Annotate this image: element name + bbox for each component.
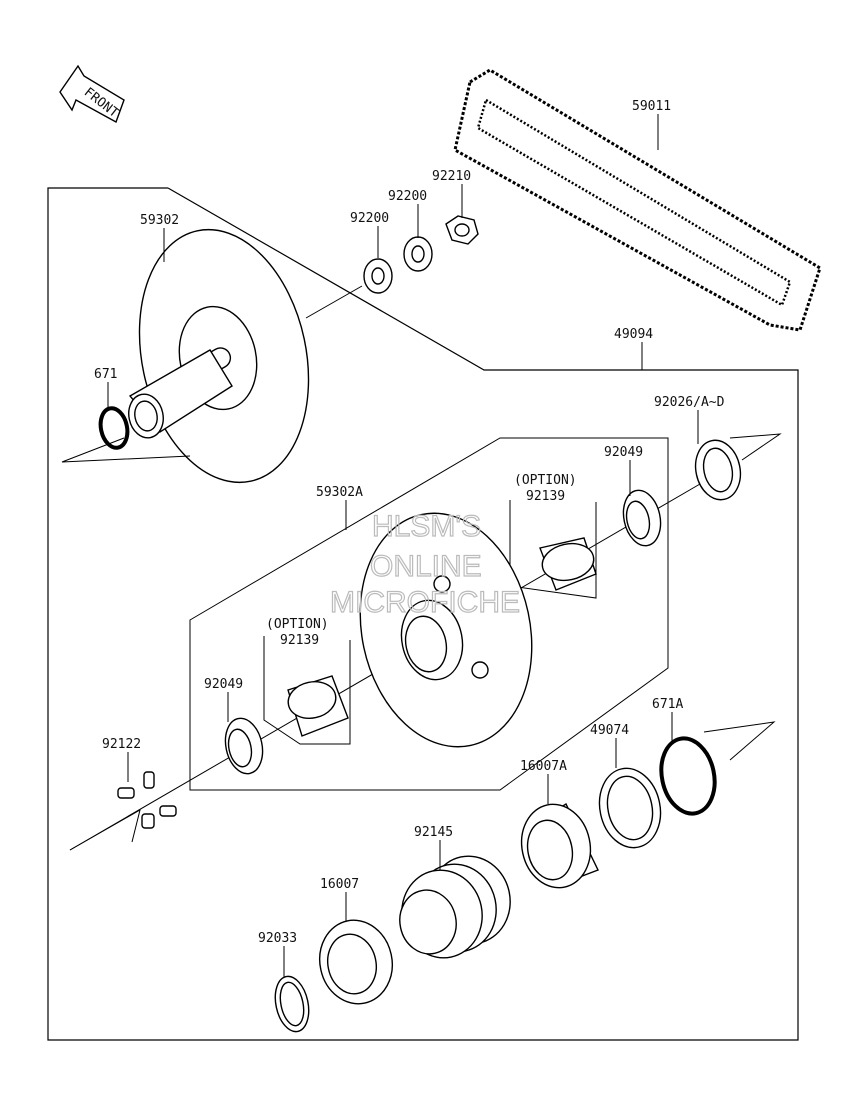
label-92033: 92033 [258, 931, 297, 946]
label-49094: 49094 [614, 327, 653, 342]
label-option-left: (OPTION) [266, 617, 329, 632]
spring-seat-16007 [319, 919, 393, 1005]
label-92200-upper: 92200 [388, 189, 427, 204]
spring-seat-16007A [520, 802, 599, 889]
label-59011: 59011 [632, 99, 671, 114]
label-92200-lower: 92200 [350, 211, 389, 226]
o-ring-671A [659, 736, 717, 816]
inner-frame [189, 437, 669, 791]
label-92139-right: 92139 [526, 489, 565, 504]
svg-text:HLSM'S: HLSM'S [372, 510, 481, 543]
drive-belt [453, 68, 822, 332]
label-92049-left: 92049 [204, 677, 243, 692]
shim-92026 [694, 439, 742, 501]
label-92122: 92122 [102, 737, 141, 752]
label-92139-left: 92139 [280, 633, 319, 648]
leader-lines [107, 114, 699, 978]
part-labels: 59011 92210 92200 92200 59302 49094 671 … [94, 99, 725, 946]
label-92145: 92145 [414, 825, 453, 840]
label-option-right: (OPTION) [514, 473, 577, 488]
o-ring-671 [98, 406, 130, 450]
label-59302: 59302 [140, 213, 179, 228]
snap-ring-92033 [274, 975, 310, 1033]
bushing-92139-right [539, 537, 597, 591]
label-16007A: 16007A [520, 759, 567, 774]
label-49074: 49074 [590, 723, 629, 738]
label-671A: 671A [652, 697, 683, 712]
outer-frame [47, 187, 799, 1041]
label-59302A: 59302A [316, 485, 363, 500]
nut-92210 [445, 215, 479, 245]
watermark: HLSM'S ONLINE MICROFICHE [329, 509, 520, 619]
bearing-92049-left [224, 717, 264, 775]
label-92026: 92026/A~D [654, 395, 725, 410]
bushing-92139-left [287, 675, 349, 737]
label-92049-right: 92049 [604, 445, 643, 460]
grease-fitting-92122 [117, 771, 177, 829]
fixed-sheave-59302 [128, 228, 310, 484]
svg-text:ONLINE: ONLINE [370, 550, 482, 583]
front-arrow-icon: FRONT [59, 64, 125, 124]
movable-sheave-59302A [359, 512, 533, 748]
label-671: 671 [94, 367, 117, 382]
washer-92200-lower [363, 258, 393, 294]
label-16007: 16007 [320, 877, 359, 892]
svg-text:MICROFICHE: MICROFICHE [330, 586, 520, 619]
ring-49074 [598, 767, 662, 849]
spring-92145 [399, 855, 511, 959]
bearing-92049-right [622, 489, 662, 547]
label-92210: 92210 [432, 169, 471, 184]
washer-92200-upper [403, 236, 433, 272]
